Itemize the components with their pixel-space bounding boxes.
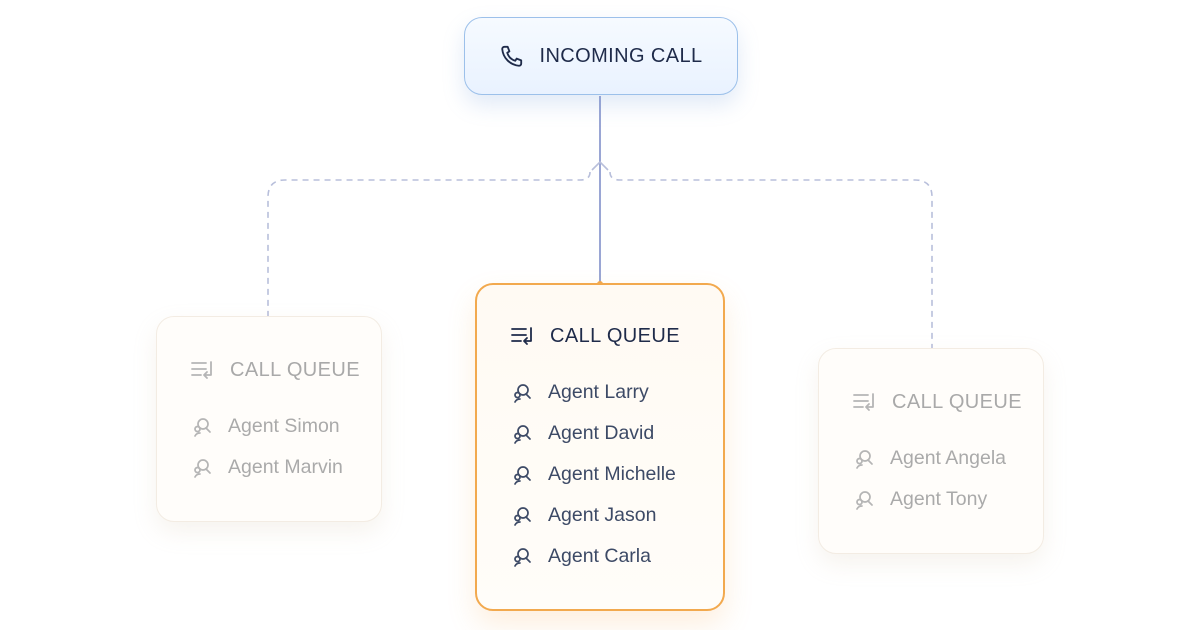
- agent-name: Agent Michelle: [548, 463, 676, 485]
- agent-icon: [852, 487, 878, 513]
- agent-icon: [852, 446, 878, 472]
- agent-name: Agent Angela: [890, 447, 1007, 469]
- agent-item: Agent Simon: [190, 406, 381, 447]
- connector-dashed-left: [267, 171, 591, 316]
- queue-list-icon: [510, 323, 536, 349]
- call-queue-right: CALL QUEUE Agent Angela Agent Tony: [818, 348, 1044, 554]
- call-queue-header: CALL QUEUE: [510, 323, 723, 349]
- call-queue-title: CALL QUEUE: [892, 390, 1022, 413]
- agent-list: Agent Angela Agent Tony: [852, 438, 1043, 520]
- call-queue-header: CALL QUEUE: [190, 357, 381, 383]
- agent-name: Agent Simon: [228, 415, 340, 437]
- phone-icon: [499, 43, 525, 69]
- agent-item: Agent David: [510, 413, 723, 454]
- connector-arrow-tip: [591, 160, 609, 171]
- agent-name: Agent Marvin: [228, 456, 343, 478]
- incoming-call-label: INCOMING CALL: [539, 44, 703, 67]
- agent-list: Agent Larry Agent David Agent Michelle A…: [510, 372, 723, 577]
- agent-icon: [190, 414, 216, 440]
- agent-item: Agent Larry: [510, 372, 723, 413]
- queue-list-icon: [190, 357, 216, 383]
- call-queue-title: CALL QUEUE: [550, 324, 680, 347]
- queue-list-icon: [852, 389, 878, 415]
- incoming-call-node: INCOMING CALL: [464, 17, 738, 95]
- connector-dashed-right: [609, 171, 933, 348]
- agent-name: Agent Larry: [548, 381, 649, 403]
- call-queue-header: CALL QUEUE: [852, 389, 1043, 415]
- agent-item: Agent Carla: [510, 536, 723, 577]
- agent-name: Agent Jason: [548, 504, 657, 526]
- agent-item: Agent Marvin: [190, 447, 381, 488]
- agent-icon: [510, 462, 536, 488]
- agent-icon: [510, 380, 536, 406]
- agent-icon: [510, 503, 536, 529]
- agent-item: Agent Angela: [852, 438, 1043, 479]
- agent-icon: [510, 544, 536, 570]
- agent-item: Agent Tony: [852, 479, 1043, 520]
- agent-name: Agent Tony: [890, 488, 988, 510]
- agent-name: Agent David: [548, 422, 655, 444]
- agent-icon: [190, 455, 216, 481]
- call-queue-left: CALL QUEUE Agent Simon Agent Marvin: [156, 316, 382, 522]
- agent-icon: [510, 421, 536, 447]
- agent-name: Agent Carla: [548, 545, 651, 567]
- call-queue-center: CALL QUEUE Agent Larry Agent David Agent…: [475, 283, 725, 611]
- agent-item: Agent Jason: [510, 495, 723, 536]
- agent-item: Agent Michelle: [510, 454, 723, 495]
- agent-list: Agent Simon Agent Marvin: [190, 406, 381, 488]
- call-queue-title: CALL QUEUE: [230, 358, 360, 381]
